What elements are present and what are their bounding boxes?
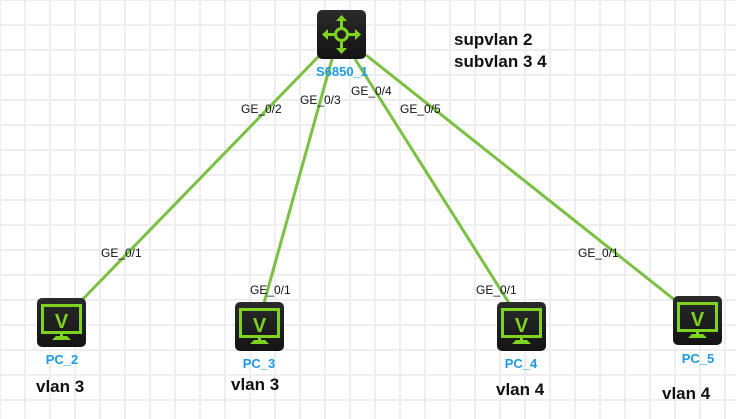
pc2-name-label: PC_2	[45, 352, 79, 367]
pc4-vlan-note: vlan 4	[496, 380, 545, 399]
pc-monitor-icon: V	[677, 302, 718, 338]
svg-text:V: V	[515, 315, 529, 337]
pc-device-pc5[interactable]: V	[673, 296, 722, 345]
router-switch-arrows-icon	[322, 15, 361, 54]
link-switch-pc3[interactable]	[262, 58, 334, 304]
pc3-vlan-note: vlan 3	[231, 375, 280, 394]
svg-text:V: V	[691, 309, 705, 331]
port-label-switch-ge04: GE_0/4	[351, 84, 392, 98]
pc3-name-label: PC_3	[242, 356, 276, 371]
pc-device-pc3[interactable]: V	[235, 302, 284, 351]
link-switch-pc2[interactable]	[81, 55, 320, 301]
port-label-pc3-ge01: GE_0/1	[250, 283, 291, 297]
link-switch-pc4[interactable]	[353, 58, 511, 304]
port-label-pc5-ge01: GE_0/1	[578, 246, 619, 260]
pc5-vlan-note: vlan 4	[662, 384, 711, 403]
link-switch-pc5[interactable]	[365, 53, 677, 303]
pc5-name-label: PC_5	[681, 351, 715, 366]
switch-note-subvlan: subvlan 3 4	[454, 52, 547, 71]
port-label-switch-ge05: GE_0/5	[400, 102, 441, 116]
switch-name-label: S6850_1	[315, 64, 369, 79]
switch-note-supvlan: supvlan 2	[454, 30, 533, 49]
pc-monitor-icon: V	[239, 308, 280, 344]
pc-monitor-icon: V	[41, 304, 82, 340]
port-label-switch-ge03: GE_0/3	[300, 93, 341, 107]
pc-device-pc4[interactable]: V	[497, 302, 546, 351]
svg-text:V: V	[253, 315, 267, 337]
pc4-name-label: PC_4	[504, 356, 538, 371]
port-label-pc4-ge01: GE_0/1	[476, 283, 517, 297]
pc2-vlan-note: vlan 3	[36, 377, 85, 396]
pc-monitor-icon: V	[501, 308, 542, 344]
switch-device[interactable]	[317, 10, 366, 59]
svg-text:V: V	[55, 311, 69, 333]
port-label-pc2-ge01: GE_0/1	[101, 246, 142, 260]
port-label-switch-ge02: GE_0/2	[241, 102, 282, 116]
pc-device-pc2[interactable]: V	[37, 298, 86, 347]
